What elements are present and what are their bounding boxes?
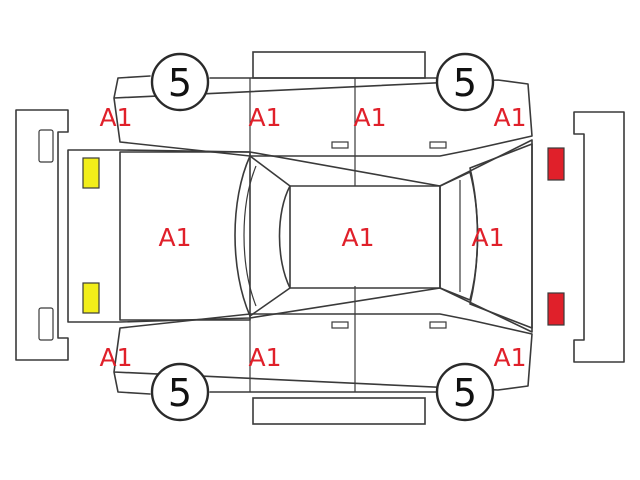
door-handle-3 [331,321,349,329]
front-bumper [15,109,69,361]
tire-front-left: 5 [150,52,210,112]
tire-front-right-number: 5 [168,371,192,415]
mark-front-left-door: A1 [248,103,281,132]
front-lamp-upper [82,157,100,189]
top-view-body [67,139,533,333]
mark-front-lower-corner: A1 [99,343,132,372]
mark-hood: A1 [158,223,191,252]
upper-side-body [113,75,533,157]
side-sill-top [252,51,426,79]
door-handle-2 [429,141,447,149]
rear-bumper [573,111,625,363]
mark-trunk: A1 [471,223,504,252]
door-handle-4 [429,321,447,329]
front-lamp-lower [82,282,100,314]
rear-lamp-lower [547,292,565,326]
tire-front-right: 5 [150,362,210,422]
tire-rear-right-number: 5 [453,371,477,415]
mark-front-right-door: A1 [248,343,281,372]
mark-roof: A1 [341,223,374,252]
door-handle-1 [331,141,349,149]
mark-front-upper-corner: A1 [99,103,132,132]
tire-rear-left-number: 5 [453,61,477,105]
lower-side-body [113,313,533,395]
mark-rear-upper-corner: A1 [493,103,526,132]
tire-rear-right: 5 [435,362,495,422]
tire-front-left-number: 5 [168,61,192,105]
mark-rear-lower-corner: A1 [493,343,526,372]
mark-rear-left-door: A1 [353,103,386,132]
tire-rear-left: 5 [435,52,495,112]
side-sill-bottom [252,397,426,425]
rear-lamp-upper [547,147,565,181]
